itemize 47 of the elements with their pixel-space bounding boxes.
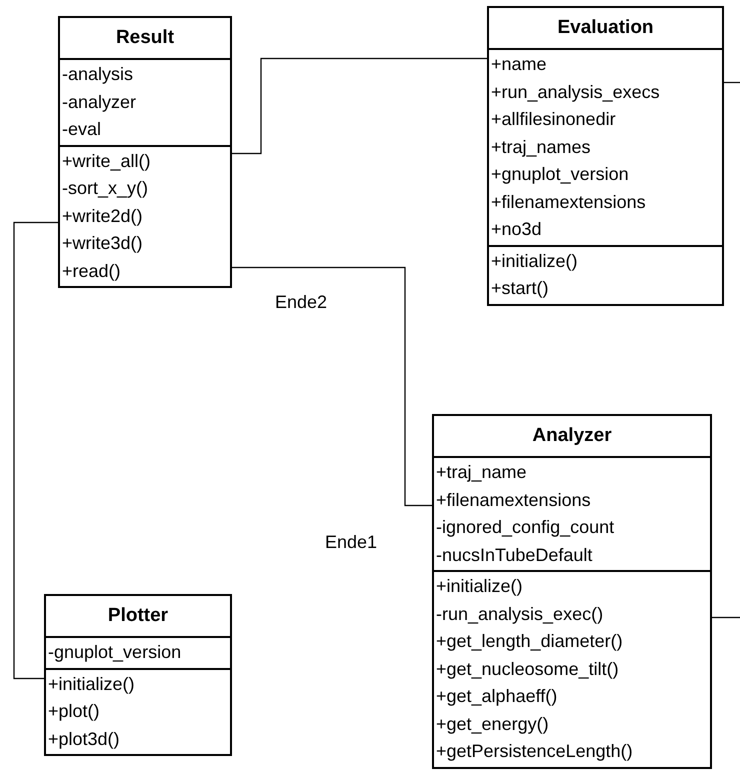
attribute: -eval [62, 118, 102, 141]
association-line [232, 266, 432, 506]
class-box [44, 594, 232, 756]
association-line [232, 58, 487, 154]
attribute: +filenamextensions [491, 190, 646, 214]
method: +start() [491, 277, 549, 300]
attribute: +traj_name [436, 461, 527, 484]
method: +initialize() [48, 672, 135, 696]
method: +initialize() [436, 575, 523, 598]
method: +write2d() [62, 204, 143, 228]
class-name: Evaluation [489, 8, 722, 50]
attribute: -nucsInTubeDefault [436, 544, 592, 566]
attribute: +filenamextensions [436, 488, 591, 512]
class-box [58, 16, 232, 288]
association-line [13, 222, 58, 680]
role-label: Ende1 [325, 532, 378, 553]
method: +write_all() [62, 150, 151, 173]
class-name: Analyzer [434, 416, 710, 458]
method: +write3d() [62, 232, 143, 255]
attribute: +traj_names [491, 136, 591, 159]
method: +plot3d() [48, 728, 120, 751]
method: -sort_x_y() [62, 177, 148, 200]
association-line [724, 82, 740, 84]
class-box [432, 414, 712, 768]
method: +get_length_diameter() [436, 630, 623, 653]
method: +read() [62, 260, 121, 283]
method: +get_alphaeff() [436, 685, 558, 708]
attribute: +run_analysis_execs [491, 80, 660, 104]
method: +plot() [48, 700, 100, 723]
attribute: +allfilesinonedir [491, 108, 616, 131]
attribute: +name [491, 53, 547, 76]
method: +get_energy() [436, 712, 549, 736]
attribute: +no3d [491, 218, 542, 241]
attribute: -analyzer [62, 90, 136, 114]
role-label: Ende2 [275, 292, 328, 313]
attribute: -analysis [62, 63, 134, 86]
class-box [487, 6, 724, 306]
method: +initialize() [491, 250, 578, 273]
method: +get_nucleosome_tilt() [436, 658, 619, 681]
method: +getPersistenceLength() [436, 740, 633, 763]
attribute: -ignored_config_count [436, 516, 614, 539]
method: -run_analysis_exec() [436, 602, 604, 626]
association-line [712, 616, 740, 618]
class-name: Plotter [46, 596, 230, 638]
attribute: +gnuplot_version [491, 163, 629, 186]
attribute: -gnuplot_version [48, 641, 182, 664]
class-name: Result [60, 18, 230, 60]
